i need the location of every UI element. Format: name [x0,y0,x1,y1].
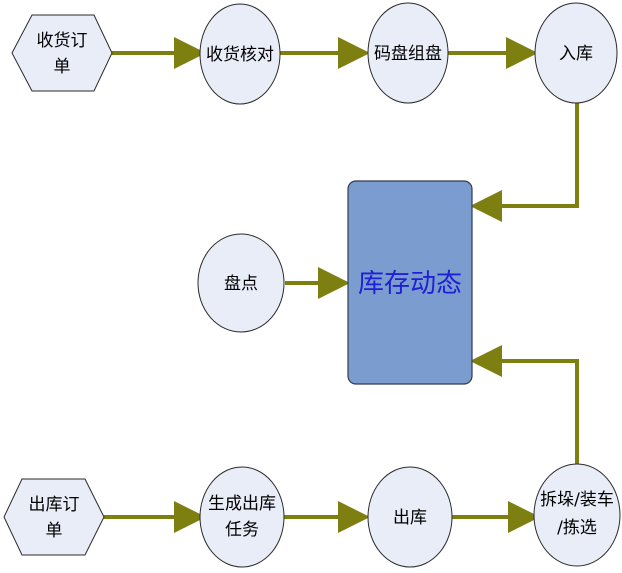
node-label-line: 生成出库 [208,494,276,514]
node-palletize: 码盘组盘 [367,2,449,104]
connectors [104,37,579,533]
node-label-line: 拆垛/装车 [540,490,614,510]
node-label-line: 单 [54,57,71,77]
arrow-inbound-to-inventory [470,103,579,222]
node-outbound: 出库 [367,466,453,568]
ellipse-shape [197,233,285,333]
node-inbound: 入库 [534,2,618,104]
node-label: 盘点 [224,274,258,294]
node-receipt-order: 收货订 单 [11,14,113,92]
node-label-line: 单 [46,521,63,541]
ellipse-shape [367,466,453,568]
ellipse-shape [533,463,621,567]
inventory-label: 库存动态 [358,269,462,299]
node-label: 入库 [559,44,593,64]
ellipse-shape [367,2,449,104]
node-label: 码盘组盘 [374,44,442,64]
node-label: 收货核对 [206,45,274,65]
ellipse-shape [199,466,285,568]
ellipse-shape [199,3,281,105]
node-label-line: 出库订 [29,495,80,515]
node-label-line: /拣选 [557,518,597,538]
node-inventory: 库存动态 [347,180,473,385]
hexagon-shape [3,478,105,556]
node-label-line: 收货订 [37,31,88,51]
node-label-line: 任务 [225,520,259,540]
node-outbound-order: 出库订 单 [3,478,105,556]
inventory-box [347,180,473,385]
arrow-pickload-to-inventory [470,345,579,465]
node-stocktake: 盘点 [197,233,285,333]
node-label: 出库 [393,508,427,528]
hexagon-shape [11,14,113,92]
node-pick-load: 拆垛/装车 /拣选 [533,463,621,567]
node-create-task: 生成出库 任务 [199,466,285,568]
node-receipt-check: 收货核对 [199,3,281,105]
ellipse-shape [534,2,618,104]
